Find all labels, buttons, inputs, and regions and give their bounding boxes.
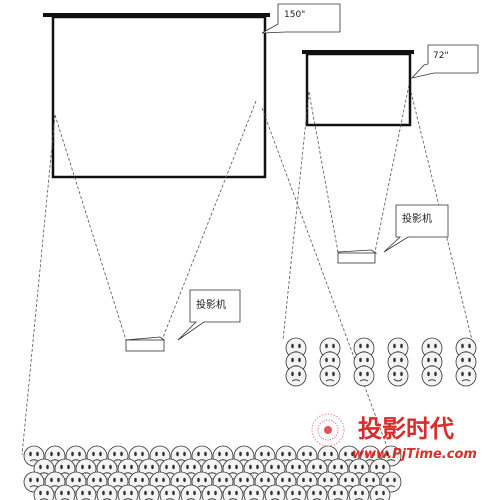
watermark-url: www.PjTime.com: [352, 447, 477, 462]
watermark-logo-icon: [311, 413, 345, 447]
large-projection-lines: [21, 100, 391, 456]
projector-small-callout: 投影机: [383, 204, 449, 253]
large-screen-frame: [51, 15, 267, 179]
audience-face-icon: [353, 365, 375, 387]
audience-face-icon: [387, 365, 409, 387]
projector-small-label: 投影机: [402, 212, 432, 225]
projector-large: [124, 336, 166, 352]
large-screen: [43, 13, 270, 179]
audience-face-icon: [421, 365, 443, 387]
projector-small: [337, 249, 378, 264]
watermark: 投影时代 www.PjTime.com: [311, 413, 477, 462]
small-screen: [302, 50, 414, 127]
projector-large-label: 投影机: [196, 298, 226, 311]
small-screen-size-label: 72": [433, 51, 449, 61]
audience-face-icon: [319, 365, 341, 387]
watermark-text: 投影时代: [358, 415, 454, 443]
audience-face-icon: [455, 365, 477, 387]
small-screen-frame: [305, 52, 412, 127]
large-screen-size-callout: 150": [261, 3, 341, 34]
large-screen-size-label: 150": [284, 10, 305, 20]
audience-large-room: [23, 445, 402, 500]
audience-small-room: [285, 337, 477, 387]
projector-large-callout: 投影机: [177, 289, 241, 341]
audience-face-icon: [285, 365, 307, 387]
small-screen-size-callout: 72": [410, 44, 479, 79]
